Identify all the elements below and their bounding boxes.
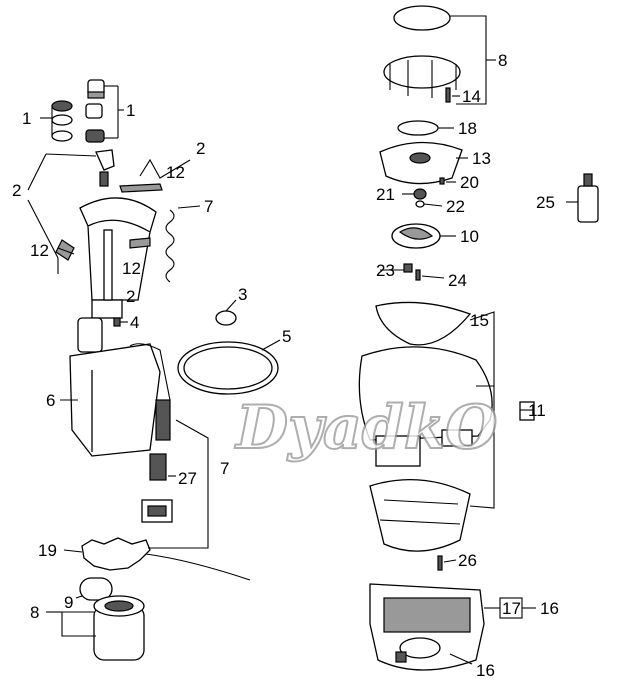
callout-8-lower: 8: [30, 603, 39, 622]
impeller-cover: [379, 141, 463, 185]
pump-head-housing: [55, 197, 157, 319]
callout-12-top: 12: [166, 163, 185, 182]
callout-6: 6: [46, 391, 55, 410]
lubricant-bottle: [577, 173, 599, 223]
filter-lid: [375, 301, 472, 346]
callout-18: 18: [458, 119, 477, 138]
impeller: [391, 223, 441, 249]
top-frame-assembly: [383, 5, 461, 103]
callout-23: 23: [376, 261, 395, 280]
filter-canister: [358, 346, 535, 467]
coil-strip: [165, 209, 175, 283]
callout-3: 3: [238, 285, 247, 304]
callout-15: 15: [470, 311, 489, 330]
leader-lines: [27, 15, 578, 665]
callout-8-top: 8: [498, 51, 507, 70]
callout-27: 27: [178, 469, 197, 488]
motor-body: [69, 317, 171, 457]
callout-9: 9: [64, 593, 73, 612]
callout-11: 11: [528, 401, 546, 420]
callout-16-bottom: 16: [476, 661, 495, 680]
callout-labels: 1 1 2 2 2 12 12 12 7 3 4 5 6 7 27 19 9 8…: [12, 51, 559, 680]
o-ring-18: [397, 120, 439, 136]
base-grid-assembly: [369, 583, 485, 671]
callout-13: 13: [472, 149, 491, 168]
cartridge-set: [79, 577, 145, 661]
callout-17: 17: [502, 599, 521, 618]
callout-2-left: 2: [12, 181, 21, 200]
callout-21: 21: [376, 185, 395, 204]
callout-2-top: 2: [196, 139, 205, 158]
callout-7-lower: 7: [220, 459, 229, 478]
bearing-21: [413, 188, 427, 200]
screw-4: [113, 317, 121, 327]
callout-12-center: 12: [122, 259, 141, 278]
callout-4: 4: [130, 313, 139, 332]
cable-gear: [81, 537, 251, 581]
large-o-ring: [177, 341, 279, 395]
washer-22: [415, 200, 425, 208]
callout-1-left: 1: [22, 109, 31, 128]
callout-5: 5: [282, 327, 291, 346]
screw-26: [437, 555, 443, 571]
outlet-elbow: [95, 149, 163, 193]
callout-25: 25: [536, 193, 555, 212]
callout-2-bottom: 2: [126, 287, 135, 306]
callout-1-right: 1: [126, 101, 135, 120]
callout-26: 26: [458, 551, 477, 570]
callout-19: 19: [38, 541, 57, 560]
watermark-text: DyadkO: [234, 393, 498, 463]
callout-14: 14: [462, 87, 481, 106]
callout-16-right: 16: [540, 599, 559, 618]
callout-20: 20: [460, 173, 479, 192]
pin-24: [415, 269, 421, 281]
connector-plugs: [141, 453, 173, 523]
callout-12-left: 12: [30, 241, 49, 260]
callout-24: 24: [448, 271, 467, 290]
shaft-23: [403, 263, 413, 273]
clip-ring: [215, 310, 237, 326]
callout-22: 22: [446, 197, 465, 216]
nozzle-set: [51, 79, 105, 143]
filter-basket: [369, 479, 471, 552]
callout-10: 10: [460, 227, 479, 246]
callout-7-coil: 7: [204, 197, 213, 216]
